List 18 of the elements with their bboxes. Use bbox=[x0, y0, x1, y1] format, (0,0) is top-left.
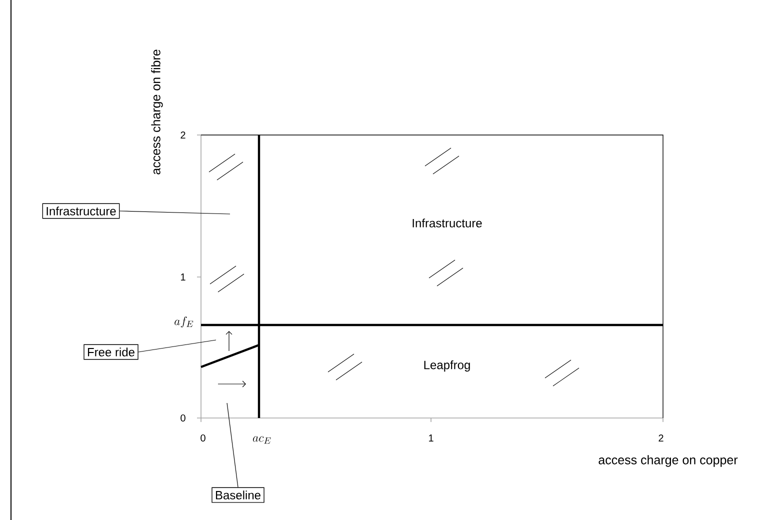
tick-label: 2 bbox=[658, 434, 664, 442]
threshold-label: $af_{E}$ bbox=[174, 316, 194, 328]
callout-box: Infrastructure bbox=[42, 203, 120, 219]
tick-label: 1 bbox=[429, 434, 434, 442]
axis-title: access charge on fibre bbox=[151, 50, 163, 174]
region-label: Leapfrog bbox=[424, 360, 470, 372]
leader-line bbox=[119, 210, 230, 214]
threshold-label: $ac_{E}$ bbox=[252, 436, 271, 444]
tick-label: 0 bbox=[180, 414, 186, 422]
tick-label: 0 bbox=[200, 434, 206, 442]
callout-box: Baseline bbox=[212, 487, 264, 503]
tick-label: 2 bbox=[180, 132, 186, 138]
axis-title: access charge on copper bbox=[598, 455, 738, 467]
region-label: Infrastructure bbox=[412, 218, 482, 228]
leader-line bbox=[226, 402, 238, 488]
tick-label: 1 bbox=[181, 274, 186, 280]
callout-box: Free ride bbox=[84, 344, 138, 360]
leader-line bbox=[138, 340, 216, 352]
